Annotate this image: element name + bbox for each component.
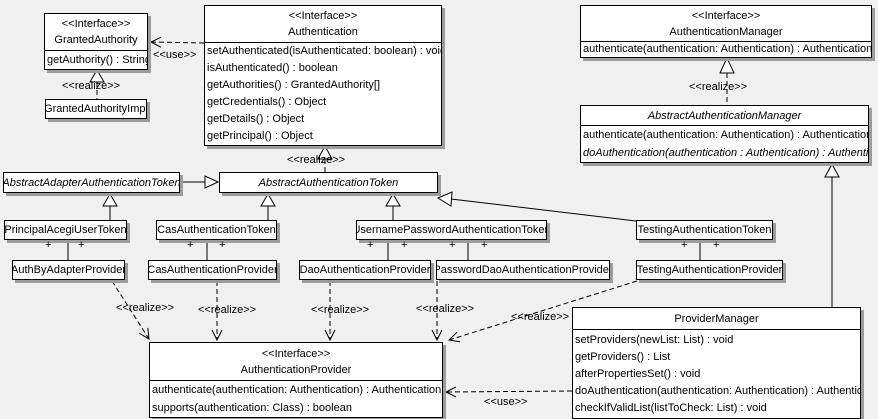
class-authentication-manager[interactable]: <<Interface>> AuthenticationManager auth… xyxy=(580,5,872,58)
method: getAuthority() : String xyxy=(47,54,147,66)
class-name: AuthByAdapterProvider xyxy=(12,264,125,276)
class-authentication[interactable]: <<Interface>> Authentication setAuthenti… xyxy=(204,5,442,146)
label-realize-impl-grantedauthority: <<realize>> xyxy=(62,80,121,92)
label-realize-casprovider: <<realize>> xyxy=(198,304,257,316)
edge-realize-testingprovider-provider xyxy=(447,280,638,343)
class-name: GrantedAuthority xyxy=(54,34,138,46)
class-provider-manager[interactable]: ProviderManager setProviders(newList: Li… xyxy=(572,307,861,419)
class-name: AbstractAdapterAuthenticationToken xyxy=(3,176,180,189)
method: authenticate(authentication: Authenticat… xyxy=(583,129,868,141)
stereotype: <<Interface>> xyxy=(61,18,131,30)
label-realize-testingprovider: <<realize>> xyxy=(511,311,570,323)
method-abstract: doAuthentication(authentication : Authen… xyxy=(583,147,868,159)
stereotype: <<Interface>> xyxy=(691,9,761,22)
association-plus: + xyxy=(78,239,85,251)
class-name: UsernamePasswordAuthenticationToken xyxy=(356,224,547,236)
association-plus: + xyxy=(713,239,720,251)
method: getCredentials() : Object xyxy=(207,96,327,108)
class-name: CasAuthenticationProvider xyxy=(148,264,277,276)
class-cas-authentication-token[interactable]: CasAuthenticationToken xyxy=(156,220,277,240)
class-username-password-authentication-token[interactable]: UsernamePasswordAuthenticationToken xyxy=(356,220,547,240)
class-testing-authentication-provider[interactable]: TestingAuthenticationProvider xyxy=(636,260,783,280)
method: authenticate(authentication: Authenticat… xyxy=(152,384,442,396)
class-principal-acegi-user-token[interactable]: PrincipalAcegiUserToken xyxy=(4,220,127,240)
class-abstract-authentication-manager[interactable]: AbstractAuthenticationManager authentica… xyxy=(580,105,869,163)
stereotype: <<Interface>> xyxy=(288,10,358,22)
label-realize-abstracttoken-authentication: <<realize>> xyxy=(287,154,346,166)
association-plus: + xyxy=(219,239,226,251)
class-name: PasswordDaoAuthenticationProvider xyxy=(436,264,610,276)
class-cas-authentication-provider[interactable]: CasAuthenticationProvider xyxy=(148,260,277,280)
method: isAuthenticated() : boolean xyxy=(207,62,338,74)
association-plus: + xyxy=(449,239,456,251)
realize-triangle xyxy=(719,56,735,74)
gen-triangle xyxy=(824,162,840,178)
class-name: Authentication xyxy=(288,26,358,38)
method: getPrincipal() : Object xyxy=(207,130,313,142)
label-use-authentication-grantedauthority: <<use>> xyxy=(153,49,197,61)
association-plus: + xyxy=(481,239,488,251)
label-realize-abstractmanager-authenticationmanager: <<realize>> xyxy=(689,81,748,93)
realize-triangle xyxy=(89,69,105,83)
class-name: AbstractAuthenticationManager xyxy=(647,109,802,122)
method: checkIfValidList(listToCheck: List) : vo… xyxy=(575,402,767,414)
label-realize-authbyadapter: <<realize>> xyxy=(116,302,175,314)
class-name: GrantedAuthorityImpl xyxy=(45,103,147,115)
class-name: TestingAuthenticationToken xyxy=(637,224,772,236)
class-name: PrincipalAcegiUserToken xyxy=(4,224,127,236)
gen-triangle xyxy=(260,193,276,207)
class-name: AuthenticationProvider xyxy=(240,363,352,376)
edge-gen-testingtoken-abstracttoken xyxy=(450,198,637,222)
association-plus: + xyxy=(187,239,194,251)
method: afterPropertiesSet() : void xyxy=(575,368,701,380)
class-dao-authentication-provider[interactable]: DaoAuthenticationProvider xyxy=(299,260,431,280)
class-name: AuthenticationManager xyxy=(669,25,783,38)
class-name: TestingAuthenticationProvider xyxy=(636,264,783,276)
method: setAuthenticated(isAuthenticated: boolea… xyxy=(207,45,441,57)
class-name: ProviderManager xyxy=(674,312,759,325)
label-realize-daoprovider: <<realize>> xyxy=(311,304,370,316)
class-testing-authentication-token[interactable]: TestingAuthenticationToken xyxy=(636,220,773,240)
gen-triangle xyxy=(102,193,118,207)
class-password-dao-authentication-provider[interactable]: PasswordDaoAuthenticationProvider xyxy=(436,260,610,280)
class-abstract-adapter-authentication-token[interactable]: AbstractAdapterAuthenticationToken xyxy=(3,172,180,193)
association-plus: + xyxy=(401,239,408,251)
label-use-providermanager-authenticationprovider: <<use>> xyxy=(484,396,528,408)
association-plus: + xyxy=(681,239,688,251)
class-abstract-authentication-token[interactable]: AbstractAuthenticationToken xyxy=(219,172,438,193)
label-realize-passworddao: <<realize>> xyxy=(416,303,475,315)
method: doAuthentication(authentication: Authent… xyxy=(575,385,860,397)
edge-use-providermanager-authenticationprovider xyxy=(444,386,573,398)
class-name: CasAuthenticationToken xyxy=(157,224,276,236)
class-granted-authority[interactable]: <<Interface>> GrantedAuthority getAuthor… xyxy=(44,13,148,70)
association-plus: + xyxy=(45,239,52,251)
method: getDetails() : Object xyxy=(207,113,305,125)
gen-triangle xyxy=(436,191,453,207)
method: getAuthorities() : GrantedAuthority[] xyxy=(207,79,381,91)
class-name: AbstractAuthenticationToken xyxy=(258,176,399,189)
method: getProviders() : List xyxy=(575,351,671,363)
class-name: DaoAuthenticationProvider xyxy=(299,264,431,276)
edge-realize-authbyadapter-provider xyxy=(111,280,150,340)
method: setProviders(newList: List) : void xyxy=(575,334,734,346)
class-granted-authority-impl[interactable]: GrantedAuthorityImpl xyxy=(45,99,147,119)
edge-use-authentication-grantedauthority xyxy=(149,36,205,48)
association-plus: + xyxy=(367,239,374,251)
stereotype: <<Interface>> xyxy=(261,347,331,360)
class-auth-by-adapter-provider[interactable]: AuthByAdapterProvider xyxy=(12,260,125,280)
class-authentication-provider[interactable]: <<Interface>> AuthenticationProvider aut… xyxy=(149,342,443,418)
gen-triangle xyxy=(204,175,220,189)
method: authenticate(authentication: Authenticat… xyxy=(583,43,871,55)
gen-triangle xyxy=(385,193,401,207)
realize-triangle xyxy=(317,144,333,160)
method: supports(authentication: Class) : boolea… xyxy=(152,402,352,414)
